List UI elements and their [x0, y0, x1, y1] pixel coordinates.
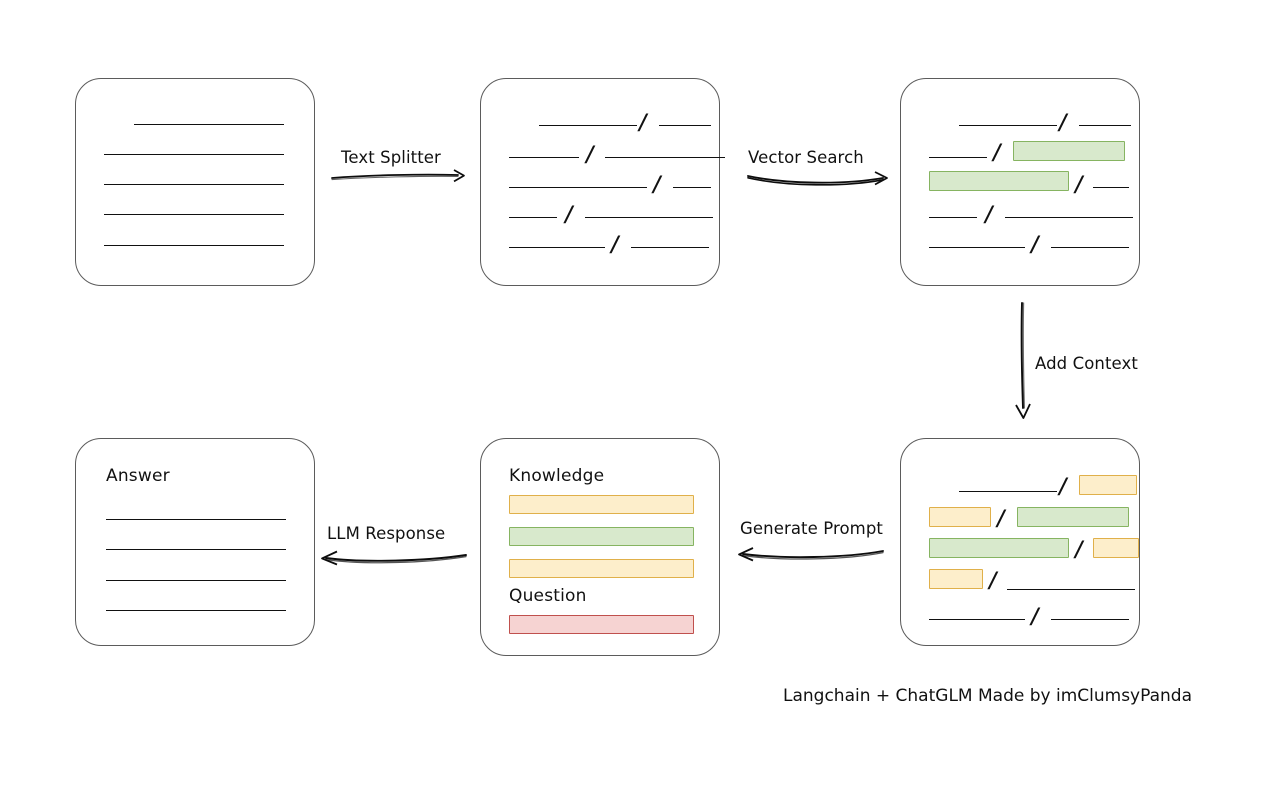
- chunk-rule: [585, 217, 713, 218]
- edge-arrow-text-splitter: [331, 169, 465, 183]
- chunk-separator: /: [985, 201, 993, 226]
- chunk-rule: [959, 491, 1057, 492]
- chunk-rule: [1005, 217, 1133, 218]
- answer-line: [106, 580, 286, 581]
- chunk-rule: [673, 187, 711, 188]
- chunk-separator: /: [1059, 473, 1067, 498]
- chunk-rule: [929, 217, 977, 218]
- knowledge-bar-yellow[interactable]: [509, 495, 694, 514]
- edge-label-vector-search: Vector Search: [748, 148, 864, 167]
- knowledge-bar-green[interactable]: [509, 527, 694, 546]
- chunk-separator: /: [1059, 109, 1067, 134]
- chunk-rule: [539, 125, 637, 126]
- node-generated-prompt[interactable]: Knowledge Question: [480, 438, 720, 656]
- doc-line: [104, 245, 284, 246]
- node-vector-matches[interactable]: / / / / /: [900, 78, 1140, 286]
- context-chunk-yellow[interactable]: [929, 569, 983, 589]
- chunk-rule: [1093, 187, 1129, 188]
- chunk-separator: /: [989, 567, 997, 592]
- context-chunk-yellow[interactable]: [1093, 538, 1139, 558]
- context-chunk-yellow[interactable]: [929, 507, 991, 527]
- chunk-rule: [929, 247, 1025, 248]
- knowledge-label: Knowledge: [509, 466, 605, 486]
- edge-arrow-generate-prompt: [738, 547, 884, 562]
- knowledge-bar-yellow[interactable]: [509, 559, 694, 578]
- edge-label-text-splitter: Text Splitter: [341, 148, 441, 167]
- answer-label: Answer: [106, 466, 170, 486]
- doc-line: [104, 154, 284, 155]
- context-chunk-yellow[interactable]: [1079, 475, 1137, 495]
- doc-line: [104, 214, 284, 215]
- chunk-rule: [509, 247, 605, 248]
- node-answer[interactable]: Answer: [75, 438, 315, 646]
- edge-arrow-vector-search: [747, 171, 888, 186]
- question-label: Question: [509, 586, 587, 606]
- edge-label-llm-response: LLM Response: [327, 524, 446, 543]
- chunk-separator: /: [611, 231, 619, 256]
- node-context-added[interactable]: / / / / /: [900, 438, 1140, 646]
- chunk-separator: /: [1075, 171, 1083, 196]
- chunk-separator: /: [993, 139, 1001, 164]
- matched-chunk-green[interactable]: [929, 538, 1069, 558]
- chunk-rule: [929, 157, 987, 158]
- chunk-separator: /: [586, 141, 594, 166]
- answer-line: [106, 519, 286, 520]
- chunk-separator: /: [565, 201, 573, 226]
- chunk-separator: /: [639, 109, 647, 134]
- chunk-separator: /: [1031, 231, 1039, 256]
- matched-chunk-green[interactable]: [1013, 141, 1125, 161]
- chunk-separator: /: [653, 171, 661, 196]
- footer-credit: Langchain + ChatGLM Made by imClumsyPand…: [783, 686, 1192, 706]
- chunk-rule: [509, 217, 557, 218]
- doc-line: [104, 184, 284, 185]
- chunk-rule: [929, 619, 1025, 620]
- chunk-rule: [1007, 589, 1135, 590]
- chunk-rule: [659, 125, 711, 126]
- doc-line: [134, 124, 284, 125]
- answer-line: [106, 610, 286, 611]
- chunk-rule: [1051, 619, 1129, 620]
- chunk-rule: [509, 187, 647, 188]
- edge-label-add-context: Add Context: [1035, 354, 1138, 373]
- chunk-rule: [1051, 247, 1129, 248]
- chunk-rule: [509, 157, 579, 158]
- edge-label-generate-prompt: Generate Prompt: [740, 519, 883, 538]
- matched-chunk-green[interactable]: [929, 171, 1069, 191]
- chunk-separator: /: [1075, 536, 1083, 561]
- chunk-rule: [959, 125, 1057, 126]
- chunk-separator: /: [1031, 603, 1039, 628]
- answer-line: [106, 549, 286, 550]
- question-bar-red[interactable]: [509, 615, 694, 634]
- node-split-chunks[interactable]: / / / / /: [480, 78, 725, 286]
- chunk-rule: [631, 247, 709, 248]
- chunk-separator: /: [997, 505, 1005, 530]
- matched-chunk-green[interactable]: [1017, 507, 1129, 527]
- chunk-rule: [605, 157, 725, 158]
- edge-arrow-add-context: [1015, 302, 1031, 419]
- edge-arrow-llm-response: [321, 550, 467, 566]
- chunk-rule: [1079, 125, 1131, 126]
- node-source-document[interactable]: [75, 78, 315, 286]
